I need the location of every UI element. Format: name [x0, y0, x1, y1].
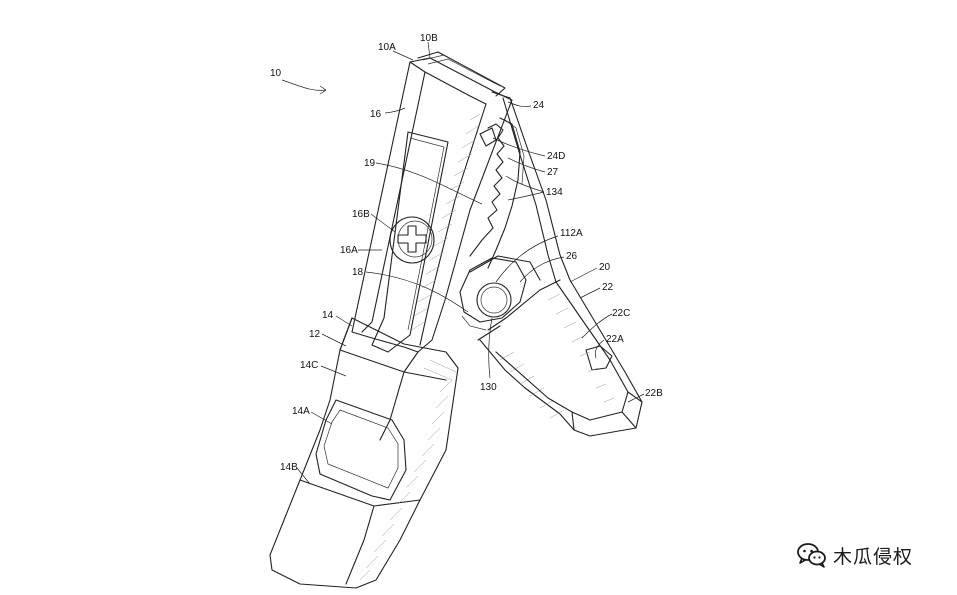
upper-arm — [351, 51, 513, 353]
ref-label-12: 12 — [309, 329, 321, 340]
jaw-teeth — [469, 117, 525, 269]
ref-label-134: 134 — [546, 187, 563, 198]
ref-label-16B: 16B — [352, 209, 370, 220]
lower-jaw — [477, 91, 643, 437]
ref-label-24D: 24D — [547, 151, 565, 162]
ref-label-10B: 10B — [420, 33, 438, 44]
ref-label-22: 22 — [602, 282, 614, 293]
leader-lines — [281, 41, 645, 485]
ref-label-16: 16 — [370, 109, 382, 120]
wechat-icon — [797, 543, 826, 568]
watermark: 木瓜侵权 — [797, 540, 913, 570]
ref-label-10: 10 — [270, 68, 282, 79]
ref-label-22A: 22A — [606, 334, 624, 345]
ref-label-19: 19 — [364, 158, 376, 169]
watermark-text: 木瓜侵权 — [833, 545, 914, 568]
pivot-assembly — [459, 255, 541, 331]
ref-label-14B: 14B — [280, 462, 298, 473]
reference-labels: 10 10A 10B 24 16 24D 27 19 134 16B 112A … — [270, 33, 663, 473]
ref-label-130: 130 — [480, 382, 497, 393]
ref-label-10A: 10A — [378, 42, 396, 53]
ref-label-20: 20 — [599, 262, 611, 273]
ref-label-16A: 16A — [340, 245, 358, 256]
ref-label-14A: 14A — [292, 406, 310, 417]
ref-label-112A: 112A — [560, 228, 583, 239]
ref-label-14C: 14C — [300, 360, 318, 371]
lower-arm — [269, 317, 459, 589]
ref-label-22B: 22B — [645, 388, 663, 399]
ref-label-18: 18 — [352, 267, 364, 278]
ref-label-14: 14 — [322, 310, 334, 321]
ref-label-22C: 22C — [612, 308, 630, 319]
ref-label-27: 27 — [547, 167, 559, 178]
screw-head — [389, 216, 435, 264]
ref-label-24: 24 — [533, 100, 545, 111]
ref-label-26: 26 — [566, 251, 578, 262]
